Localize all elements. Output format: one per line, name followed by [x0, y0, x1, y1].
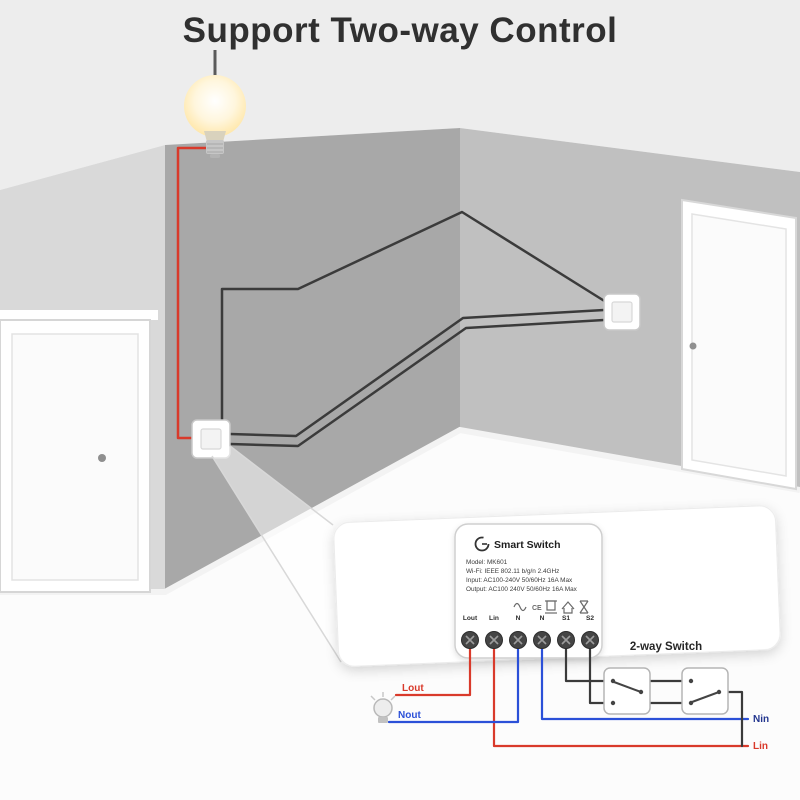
ceiling-lamp [184, 50, 246, 158]
beam-edge [211, 455, 342, 663]
left-door-frame [0, 310, 158, 320]
brand-logo-icon [474, 536, 490, 552]
bottom-wiring [387, 638, 750, 748]
smart-switch-device: Smart Switch Model: MK601 Wi-Fi: IEEE 80… [454, 523, 603, 659]
lamp-ray [370, 695, 376, 701]
bulb-icon [184, 75, 246, 137]
traveler-wire-3 [229, 318, 605, 448]
house-icon [561, 601, 575, 614]
terminal-label-s1: S1 [562, 615, 570, 622]
switch-rocker [200, 428, 222, 450]
wire-lin [492, 638, 750, 748]
hourglass-icon [579, 600, 589, 614]
terminal-label-lout: Lout [463, 615, 478, 622]
switch-return-wire [726, 690, 744, 748]
traveler-wire-2 [229, 308, 605, 438]
wire-s1 [564, 638, 606, 683]
wire-labels: Lout Nout Nin Lin [398, 683, 769, 752]
two-way-switch: 2-way Switch [603, 641, 729, 715]
two-way-switch-box-1 [603, 667, 651, 715]
terminal-screw [461, 631, 479, 649]
right-door [681, 198, 797, 491]
bulb-neck [204, 131, 226, 142]
switch-rocker [611, 301, 633, 323]
left-door-inner-panel [11, 333, 139, 581]
wire-nout [387, 638, 520, 724]
terminal-screw [581, 631, 599, 649]
certification-icons: CE [513, 600, 589, 614]
traveler-wire-1 [220, 210, 607, 420]
device-body [454, 523, 603, 659]
spec-output: Output: AC100 240V 50/60Hz 16A Max [466, 586, 578, 593]
terminal-labels: Lout Lin N N S1 S2 [463, 615, 594, 622]
two-way-switch-label: 2-way Switch [630, 641, 702, 653]
terminal-label-n1: N [516, 615, 521, 622]
spec-input: Input: AC100-240V 50/60Hz 16A Max [466, 577, 573, 584]
lamp-live-wire [176, 146, 206, 440]
wire-nin [540, 638, 750, 721]
wire-lout [394, 638, 472, 697]
spec-wifi: Wi-Fi: IEEE 802.11 b/g/n 2.4GHz [466, 568, 559, 575]
callout-beam [211, 445, 342, 663]
terminal-label-lin: Lin [489, 615, 499, 622]
label-lin: Lin [753, 741, 768, 752]
two-way-switch-box-2 [681, 667, 729, 715]
beam-edge [229, 445, 334, 526]
brand-name: Smart Switch [494, 539, 561, 551]
terminal-screw [485, 631, 503, 649]
terminal-screw [509, 631, 527, 649]
ceiling [0, 0, 800, 190]
wire-s2 [588, 638, 606, 705]
page-title: Support Two-way Control [183, 11, 618, 50]
wall-switch-left [191, 419, 231, 459]
terminal-screws [461, 631, 599, 649]
lamp-ray [390, 695, 396, 701]
right-door-knob [689, 342, 697, 350]
label-nout: Nout [398, 710, 421, 721]
wave-icon [513, 602, 527, 612]
wall-switch-right [603, 293, 641, 331]
label-lout: Lout [402, 683, 424, 694]
lamp-icon [370, 692, 396, 723]
right-door-inner-panel [691, 213, 787, 477]
traveler-wires [220, 210, 607, 448]
label-nin: Nin [753, 714, 769, 725]
terminal-label-n2: N [540, 615, 545, 622]
beam-fill [212, 446, 341, 662]
terminal-label-s2: S2 [586, 615, 594, 622]
ce-mark: CE [532, 605, 542, 612]
spec-model: Model: MK601 [466, 559, 508, 566]
bulb-tip [210, 154, 220, 158]
lamp-bulb [373, 698, 393, 718]
left-door-knob [98, 454, 106, 462]
left-door [0, 310, 158, 593]
lamp-base [378, 717, 388, 723]
terminal-screw [533, 631, 551, 649]
terminal-screw [557, 631, 575, 649]
